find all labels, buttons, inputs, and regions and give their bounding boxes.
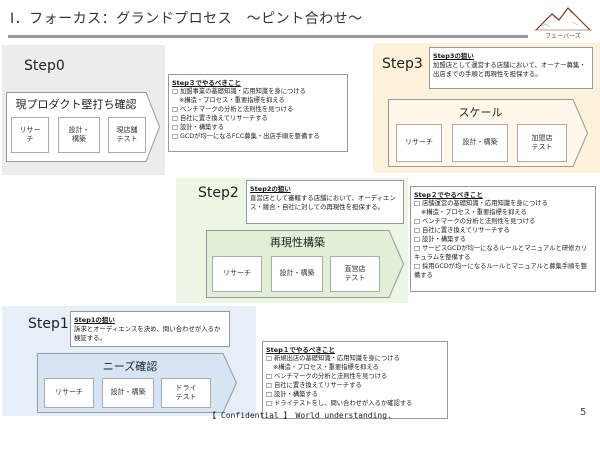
step1-arrow-title: ニーズ確認 xyxy=(102,360,158,373)
step3-aim-heading: Step3の狙い xyxy=(433,52,474,60)
step0-arrow-title: 現プロダクト壁打ち確認 xyxy=(15,98,137,111)
step1-process-research: リサーチ xyxy=(44,378,94,408)
step0-todo-heading: Step３でやるべきこと xyxy=(172,79,241,87)
list-item: □ 店舗運営の基礎知識・応用知識を身につける xyxy=(414,200,548,207)
step2-todo-heading: Step２でやるべきこと xyxy=(414,191,483,199)
step3-aim-body: 加盟店として運営する店舗において、オーナー募集・出店までの手順と再現性を担保する… xyxy=(433,61,586,79)
step3-process-research: リサーチ xyxy=(396,124,442,162)
header-divider xyxy=(8,35,528,38)
step2-process-test: 直営店 テスト xyxy=(330,256,380,292)
step0-label: Step0 xyxy=(24,58,65,74)
step2-process-research: リサーチ xyxy=(212,256,262,292)
list-item: □ ベンチマークの分析と法則性を見つける xyxy=(266,372,388,380)
step1-todo-heading: Step１でやるべきこと xyxy=(266,346,335,354)
footer-confidential: 【 Confidential 】 World understanding. xyxy=(208,411,392,420)
list-item: ※構造・プロセス・重要指標を抑える xyxy=(421,208,527,216)
step1-label: Step1 xyxy=(28,316,69,332)
step0-process-design: 設計・ 構築 xyxy=(58,117,100,153)
step3-label: Step3 xyxy=(382,56,423,72)
step3-process-test: 加盟店 テスト xyxy=(517,124,567,162)
list-item: □ ベンチマークの分析と法則性を見つける xyxy=(172,105,294,113)
step3-aim-callout: Step3の狙い 加盟店として運営する店舗において、オーナー募集・出店までの手順… xyxy=(429,47,593,89)
list-item: ※構造・プロセス・重要指標を抑える xyxy=(273,363,379,371)
step0-process-test: 現店舗 テスト xyxy=(108,117,146,153)
step0-todo-list: □ 加盟事業の基礎知識・応用知識を身につける ※構造・プロセス・重要指標を抑える… xyxy=(172,88,344,142)
list-item: □ 設計・構築する xyxy=(172,123,225,131)
list-item: □ 自社に置き換えてリサーチする xyxy=(172,114,268,122)
list-item: □ 自社に置き換えてリサーチする xyxy=(414,226,510,234)
list-item: □ 加盟事業の基礎知識・応用知識を身につける xyxy=(172,88,306,95)
step2-todo-callout: Step２でやるべきこと □ 店舗運営の基礎知識・応用知識を身につける ※構造・… xyxy=(410,186,596,292)
list-item: □ 設計・構築する xyxy=(266,390,319,398)
step1-todo-callout: Step１でやるべきこと □ 新規出店の基礎知識・応用知識を身につける ※構造・… xyxy=(262,341,448,419)
list-item: □ 設計・構築する xyxy=(414,235,467,243)
list-item: □ ベンチマークの分析と法則性を見つける xyxy=(414,217,536,225)
step0-todo-callout: Step３でやるべきこと □ 加盟事業の基礎知識・応用知識を身につける ※構造・… xyxy=(168,74,348,152)
step1-process-test: ドライ テスト xyxy=(161,378,211,408)
list-item: □ GCDが均一になるFCC募集・出店手順を整備する xyxy=(172,132,320,140)
step2-label: Step2 xyxy=(198,185,239,201)
list-item: ※構造・プロセス・重要指標を抑える xyxy=(179,96,285,104)
step3-process-design: 設計・構築 xyxy=(452,124,508,162)
step1-todo-list: □ 新規出店の基礎知識・応用知識を身につける ※構造・プロセス・重要指標を抑える… xyxy=(266,355,444,409)
step2-aim-callout: Step2の狙い 直営店として審轄する店舗において、オーディエンス・競合・自社に… xyxy=(246,180,404,224)
step2-process-design: 設計・構築 xyxy=(271,256,323,292)
page-number: 5 xyxy=(580,407,587,418)
list-item: □ サービスGCDが均一になるルールとマニュアルと研修カリキュラムを整備する xyxy=(414,244,588,261)
step1-aim-callout: Step1の狙い 訴求とオーディエンスを決め、問い合わせが入るか検証する。 xyxy=(70,311,230,347)
mountain-logo-icon xyxy=(534,7,592,31)
step1-aim-body: 訴求とオーディエンスを決め、問い合わせが入るか検証する。 xyxy=(74,325,221,343)
step2-aim-heading: Step2の狙い xyxy=(250,185,291,193)
step3-arrow-title: スケール xyxy=(458,106,503,119)
step1-aim-heading: Step1の狙い xyxy=(74,316,115,324)
step2-todo-list: □ 店舗運営の基礎知識・応用知識を身につける ※構造・プロセス・重要指標を抑える… xyxy=(414,200,592,280)
step2-aim-body: 直営店として審轄する店舗において、オーディエンス・競合・自社に対しての再現性を担… xyxy=(250,194,396,212)
list-item: □ 新規出店の基礎知識・応用知識を身につける xyxy=(266,355,400,362)
list-item: □ ドライテストをし、問い合わせが入るか確認する xyxy=(266,399,413,407)
step2-arrow-title: 再現性構築 xyxy=(270,236,325,249)
logo-text: フェーバーズ xyxy=(545,33,581,40)
step0-process-research: リサー チ xyxy=(11,117,49,153)
list-item: □ 採用GCDが均一になるルールとマニュアルと募集手順を整備する xyxy=(414,262,588,279)
page-title: Ⅰ．フォーカス：グランドプロセス ～ピント合わせ～ xyxy=(10,11,363,27)
step1-process-design: 設計・構築 xyxy=(102,378,154,408)
list-item: □ 自社に置き換えてリサーチする xyxy=(266,381,362,389)
